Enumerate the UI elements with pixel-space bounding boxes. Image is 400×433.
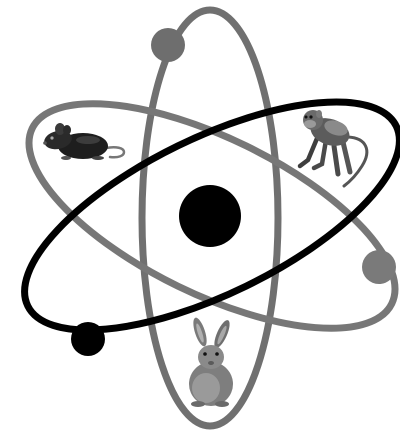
nucleus-icon	[179, 185, 241, 247]
electron-left	[71, 322, 105, 356]
electron-right	[362, 250, 396, 284]
mouse-icon	[42, 123, 124, 160]
monkey-icon	[300, 110, 367, 186]
electron-top	[151, 28, 185, 62]
rabbit-icon	[189, 316, 233, 407]
